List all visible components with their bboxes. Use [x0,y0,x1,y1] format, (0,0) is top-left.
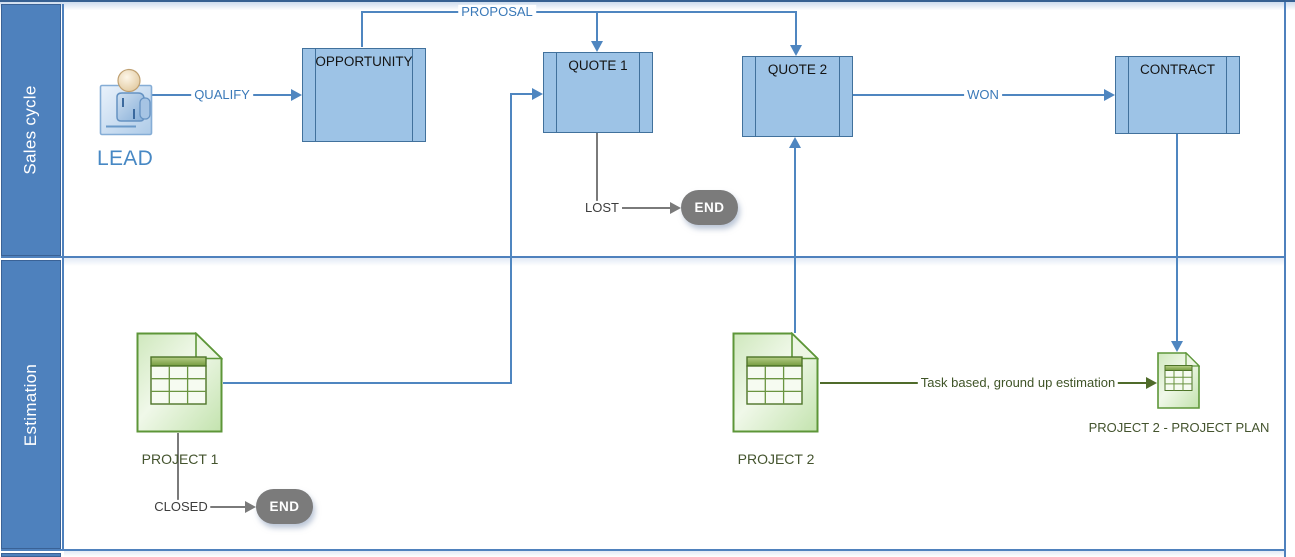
lane-separator-1-shading [64,258,1284,266]
connector-proposal-drop-quote1 [596,11,598,42]
arrowhead-proposal-quote2 [790,45,802,56]
arrowhead-won [1104,89,1115,101]
arrowhead-project1-quote1 [532,88,543,100]
lane-header-sales-cycle: Sales cycle [1,4,61,256]
connector-closed-vertical [177,433,179,506]
connector-proposal-riser [361,11,363,47]
lane-separator-1 [1,256,1286,258]
node-lead-label: LEAD [97,147,154,170]
node-contract-label: CONTRACT [1140,62,1215,77]
connector-project1-quote1-horizontal [223,382,512,384]
connector-proposal-drop-quote2 [795,11,797,46]
arrowhead-estimation [1146,377,1157,389]
lane-content-left-border [62,4,64,551]
arrowhead-lost [670,202,681,214]
node-quote1-label: QUOTE 1 [568,58,628,73]
opportunity-side-bar-left [315,49,316,141]
arrowhead-project2-quote2 [789,137,801,148]
node-quote2-label: QUOTE 2 [767,62,828,77]
node-quote2: QUOTE 2 [742,56,853,137]
quote1-side-bar-right [639,53,640,132]
node-quote1: QUOTE 1 [543,52,653,133]
node-project1-label: PROJECT 1 [141,451,219,467]
node-opportunity-label: OPPORTUNITY [315,54,413,69]
node-end-sales: END [681,190,738,225]
connector-label-estimation-note: Task based, ground up estimation [917,375,1119,391]
project-plan-document-icon [1157,352,1200,409]
node-project2-label: PROJECT 2 [737,451,815,467]
opportunity-side-bar-right [412,49,413,141]
connector-lost-vertical [596,133,598,207]
node-end-estimation-label: END [269,499,300,514]
connector-closed-horizontal [177,506,247,508]
connector-proposal-line [361,11,797,13]
node-end-estimation: END [256,489,313,524]
contract-side-bar-left [1128,57,1129,133]
project1-document-icon [136,332,223,433]
connector-project1-quote1-entry [510,93,533,95]
connector-project2-quote2-line [794,146,796,333]
quote2-side-bar-right [839,57,840,136]
contract-side-bar-right [1226,57,1227,133]
quote2-side-bar-left [755,57,756,136]
lane-separator-2-shading [64,551,1284,557]
connector-label-lost: LOST [582,200,622,216]
connector-label-qualify: QUALIFY [191,87,253,103]
frame-right-border [1284,2,1286,557]
node-opportunity: OPPORTUNITY [302,48,426,142]
arrowhead-qualify [291,89,302,101]
lane-label-sales-cycle: Sales cycle [21,85,40,175]
frame-top-border [0,0,1295,2]
frame-top-shading [0,2,1295,10]
lane-separator-2 [1,549,1286,551]
arrowhead-proposal-quote1 [591,41,603,52]
arrowhead-contract-plan [1171,341,1183,352]
arrowhead-closed [245,501,256,513]
connector-label-won: WON [964,87,1002,103]
lead-person-icon [99,68,153,136]
connector-contract-plan-line [1176,134,1178,342]
lane-header-partial [1,553,61,557]
node-end-sales-label: END [694,200,725,215]
node-contract: CONTRACT [1115,56,1240,134]
connector-project1-quote1-vertical [510,93,512,384]
node-project-plan-label: PROJECT 2 - PROJECT PLAN [1088,420,1270,435]
connector-label-closed: CLOSED [151,499,211,515]
lane-label-estimation: Estimation [21,363,40,446]
lane-header-estimation: Estimation [1,260,61,549]
project2-document-icon [732,332,819,433]
quote1-side-bar-left [556,53,557,132]
connector-label-proposal: PROPOSAL [458,4,536,20]
connector-lost-horizontal [596,207,672,209]
